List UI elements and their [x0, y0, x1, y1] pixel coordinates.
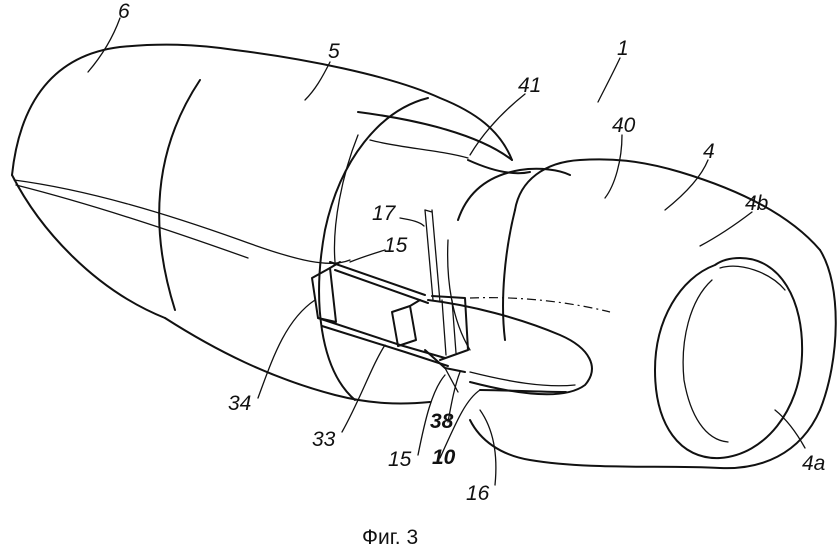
label-16: 16 — [466, 482, 490, 505]
figure-caption: Фиг. 3 — [362, 526, 418, 549]
label-1: 1 — [617, 37, 629, 60]
label-15-bottom: 15 — [388, 448, 412, 471]
middle-cowl — [158, 49, 513, 405]
label-40: 40 — [612, 114, 636, 137]
label-38: 38 — [430, 410, 454, 433]
front-cowl — [11, 43, 351, 319]
label-6: 6 — [118, 0, 130, 23]
engine-nacelle — [469, 158, 837, 470]
label-10: 10 — [432, 446, 456, 469]
pylon-strut — [427, 299, 593, 396]
label-4a: 4a — [802, 452, 825, 475]
label-5: 5 — [328, 40, 340, 63]
beam-structure — [311, 209, 611, 393]
inner-ring — [318, 97, 571, 401]
label-4: 4 — [703, 140, 715, 163]
label-41: 41 — [518, 74, 541, 97]
label-15-top: 15 — [384, 234, 408, 257]
label-4b: 4b — [745, 192, 769, 215]
label-33: 33 — [312, 428, 336, 451]
label-17: 17 — [372, 202, 397, 225]
exhaust-opening — [654, 257, 804, 460]
label-34: 34 — [228, 392, 251, 415]
leader-lines — [87, 17, 806, 486]
